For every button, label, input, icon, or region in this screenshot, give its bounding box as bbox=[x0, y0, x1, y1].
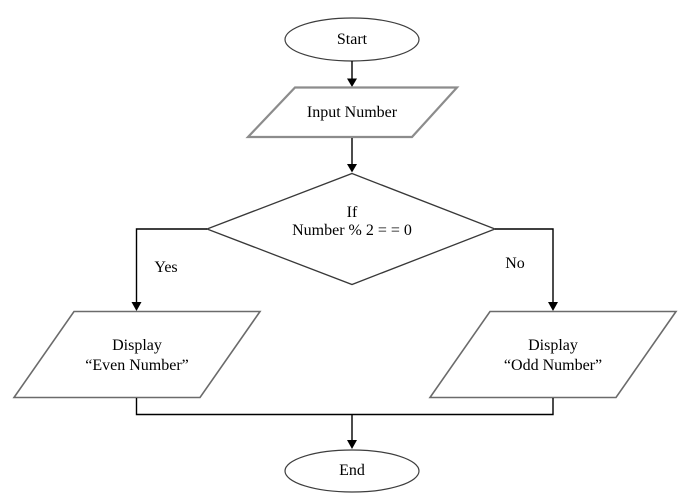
no-branch-label: No bbox=[505, 255, 525, 272]
display-odd-parallelogram-shape bbox=[428, 310, 678, 399]
input-number-parallelogram-shape bbox=[245, 86, 460, 139]
arrowhead-start-to-input-icon bbox=[347, 78, 357, 87]
display-even-label-line2: “Even Number” bbox=[85, 357, 189, 374]
yes-branch-connector bbox=[135, 228, 207, 303]
display-even-label-line1: Display bbox=[112, 337, 162, 354]
display-odd-label: Display “Odd Number” bbox=[473, 336, 633, 376]
end-terminator-shape bbox=[284, 449, 420, 493]
decision-label-line1: If bbox=[346, 204, 358, 221]
display-even-parallelogram-shape bbox=[12, 310, 262, 399]
decision-label: If Number % 2 = = 0 bbox=[252, 204, 452, 240]
arrowhead-input-to-decision-icon bbox=[347, 164, 357, 173]
arrowhead-yes-branch-icon bbox=[131, 302, 142, 311]
display-odd-label-line2: “Odd Number” bbox=[503, 357, 603, 374]
yes-branch-label: Yes bbox=[154, 259, 178, 276]
input-number-label: Input Number bbox=[306, 104, 398, 121]
start-label: Start bbox=[336, 31, 368, 48]
display-odd-label-line1: Display bbox=[528, 337, 578, 354]
decision-diamond-shape bbox=[205, 172, 497, 286]
end-label: End bbox=[339, 462, 365, 479]
decision-label-line2: Number % 2 = = 0 bbox=[292, 222, 412, 239]
arrowhead-merge-to-end-icon bbox=[347, 440, 357, 449]
no-branch-connector bbox=[495, 228, 554, 303]
display-even-label: Display “Even Number” bbox=[57, 336, 217, 376]
merge-connector bbox=[135, 398, 554, 416]
arrowhead-no-branch-icon bbox=[548, 302, 558, 311]
